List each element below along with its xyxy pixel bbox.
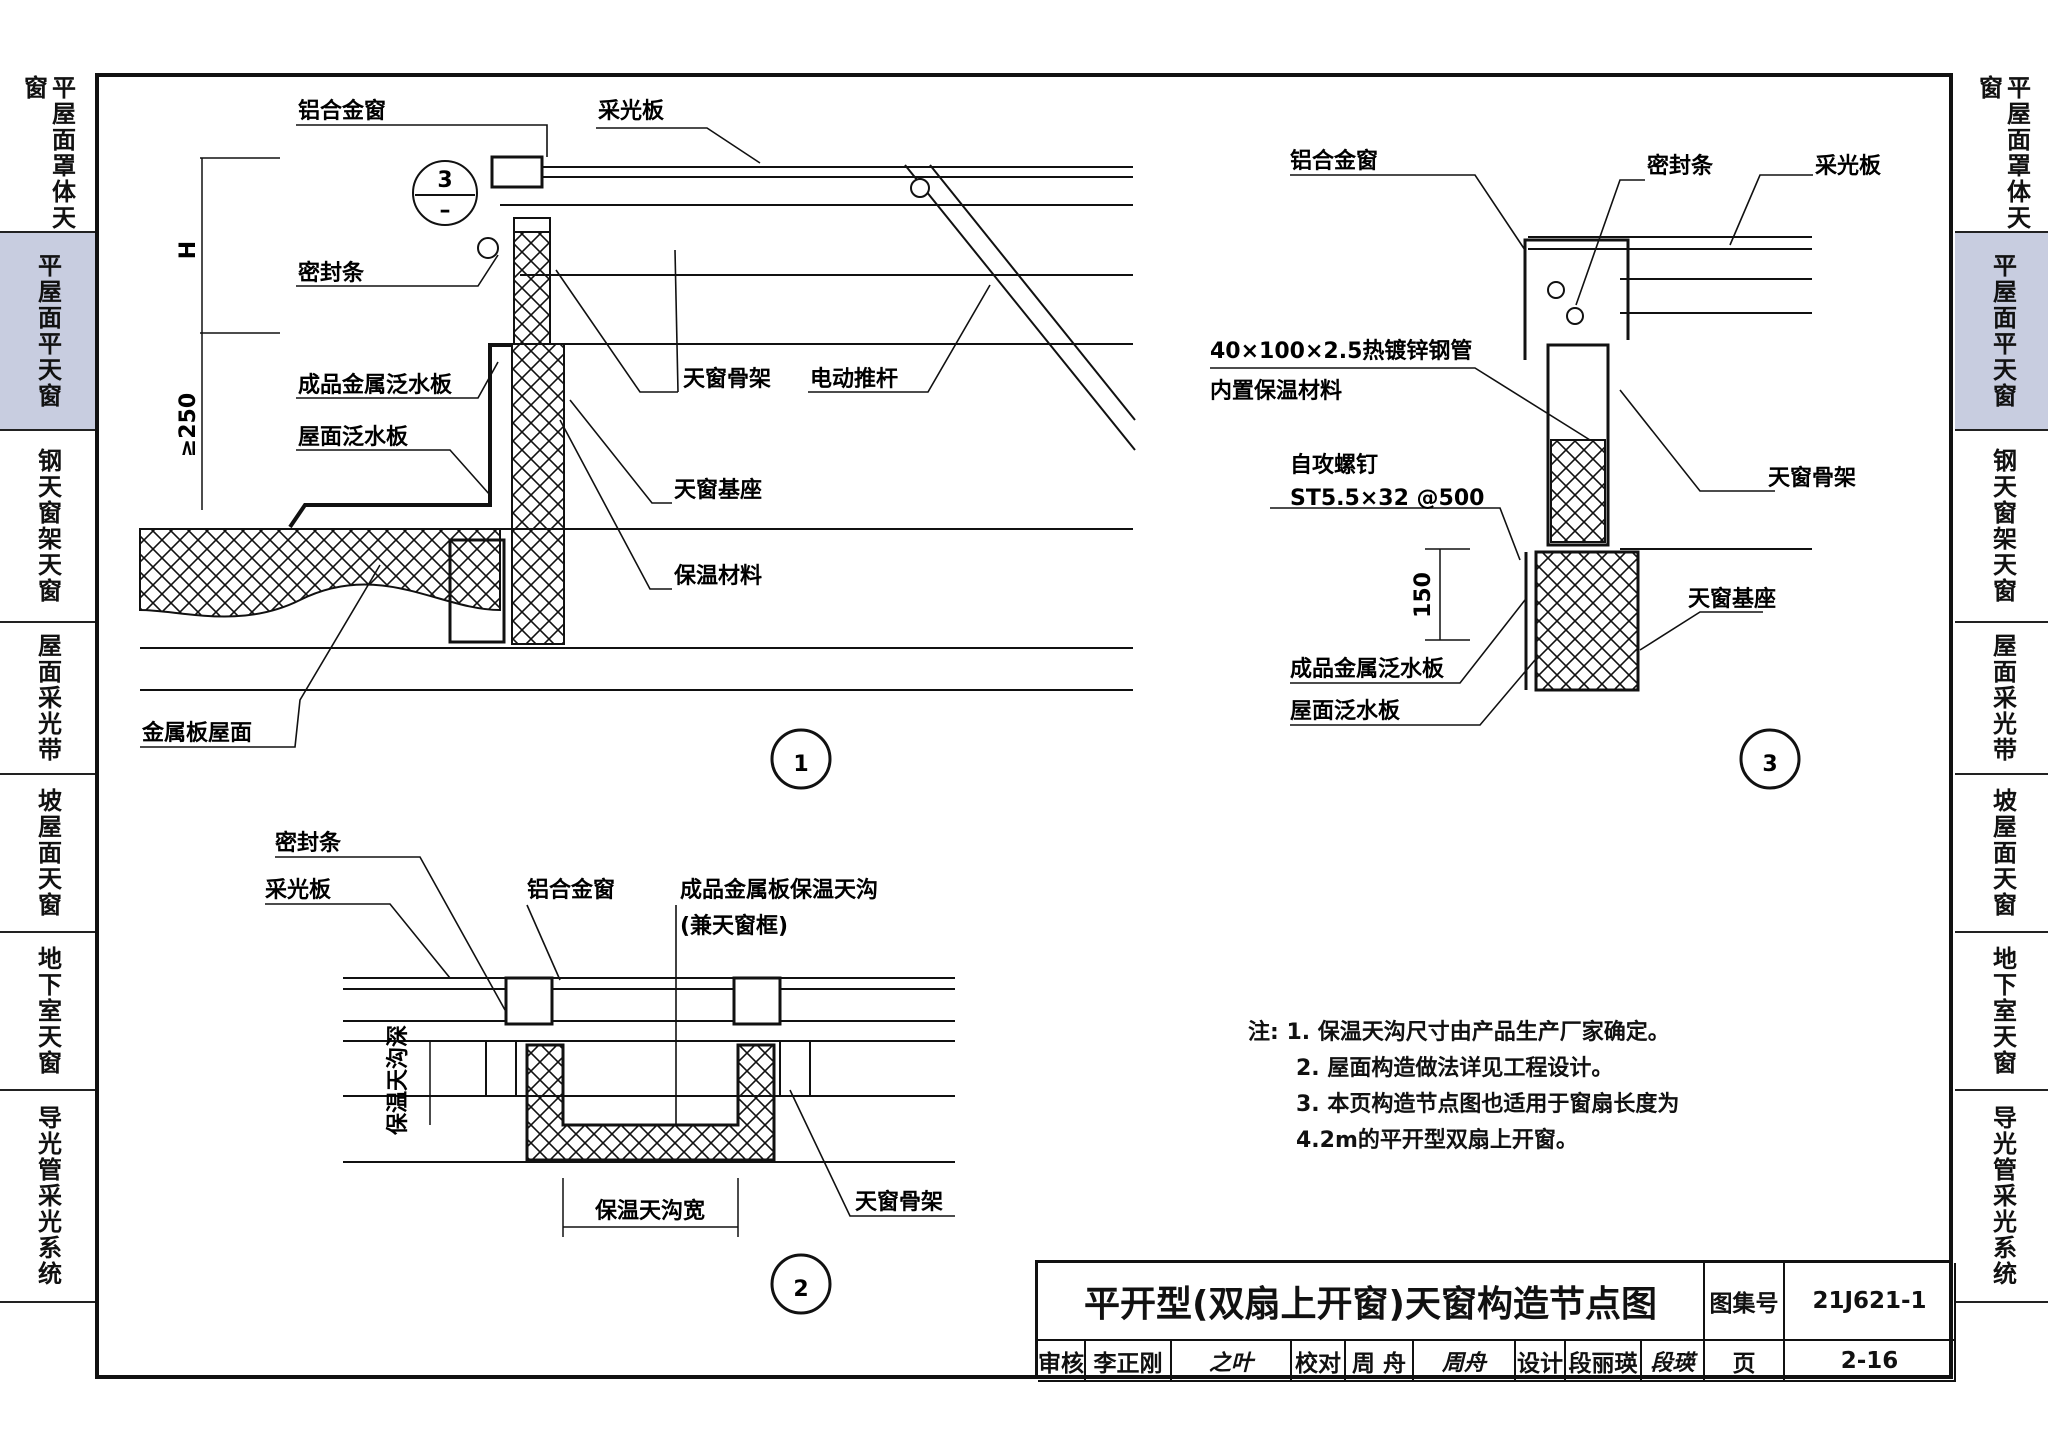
label-light-panel-3: 采光板 — [1815, 154, 1882, 179]
label-metal-roof: 金属板屋面 — [141, 720, 252, 746]
review-label: 审核 — [1038, 1341, 1086, 1382]
detail-3: 150 3 铝合金窗 密封条 采光板 40×100×2.5热镀锌钢管 内置保温材… — [1210, 148, 1882, 790]
label-skylight-frame-3: 天窗骨架 — [1768, 465, 1856, 491]
sidebar-tab[interactable]: 地下室天窗 — [0, 933, 95, 1091]
label-light-panel-2: 采光板 — [265, 878, 332, 903]
label-light-panel-1: 采光板 — [598, 99, 665, 124]
label-skylight-base-3: 天窗基座 — [1688, 586, 1776, 612]
label-skylight-frame-1: 天窗骨架 — [683, 366, 771, 392]
ref-callout — [412, 160, 478, 226]
label-insulation: 保温材料 — [673, 564, 762, 589]
aluminum-window-3 — [1523, 238, 1630, 360]
checker: 周 舟 — [1346, 1341, 1414, 1382]
checker-signature: 周舟 — [1414, 1341, 1516, 1382]
designer-signature: 段瑛 — [1642, 1341, 1705, 1382]
reviewer-signature: 之叶 — [1172, 1341, 1292, 1382]
label-gutter-sub: (兼天窗框) — [680, 913, 788, 939]
sidebar-tab[interactable]: 导光管采光系统 — [1955, 1091, 2048, 1303]
detail-2-number-text: 2 — [793, 1277, 808, 1302]
detail-1: H ≥250 3 – 1 铝合金窗 采光板 密封条 成品金属泛水板 屋面泛水板 … — [139, 98, 1136, 790]
aluminum-window — [490, 155, 544, 189]
sidebar-tab[interactable]: 地下室天窗 — [1955, 933, 2048, 1091]
note-item: 3. 本页构造节点图也适用于窗扇长度为 — [1296, 1092, 1680, 1117]
check-label: 校对 — [1292, 1341, 1346, 1382]
label-seal-strip-2: 密封条 — [275, 830, 342, 856]
sidebar-tab[interactable]: 屋面采光带 — [1955, 623, 2048, 775]
sidebar-tab[interactable]: 平屋面平天窗 — [0, 233, 95, 431]
drawing-frame — [95, 73, 1953, 1379]
detail-1-number-text: 1 — [793, 752, 808, 777]
notes-prefix: 注: — [1248, 1020, 1279, 1045]
label-aluminum-window-3: 铝合金窗 — [1290, 148, 1378, 174]
dim-250: ≥250 — [176, 393, 201, 457]
atlas-label: 图集号 — [1705, 1263, 1785, 1341]
sidebar-tab[interactable]: 平屋面平天窗 — [1955, 233, 2048, 431]
note-item: 1. 保温天沟尺寸由产品生产厂家确定。 — [1286, 1020, 1670, 1045]
design-label: 设计 — [1516, 1341, 1566, 1382]
window-right — [732, 976, 782, 1026]
label-screw-spec: ST5.5×32 @500 — [1290, 486, 1484, 511]
label-steel-tube-sub: 内置保温材料 — [1210, 379, 1342, 404]
page-number: 2-16 — [1785, 1341, 1956, 1382]
sidebar-tab[interactable]: 钢天窗架天窗 — [0, 431, 95, 623]
atlas-number: 21J621-1 — [1785, 1263, 1956, 1341]
label-seal-strip-1: 密封条 — [298, 260, 365, 286]
roof-flashing — [288, 343, 512, 529]
title-block: 平开型(双扇上开窗)天窗构造节点图 图集号 21J621-1 审核 李正刚 之叶… — [1035, 1260, 1956, 1382]
label-roof-flashing-1: 屋面泛水板 — [298, 425, 409, 450]
sidebar-tab[interactable]: 钢天窗架天窗 — [1955, 431, 2048, 623]
sidebar-tab[interactable]: 平屋面罩体天窗 — [1955, 75, 2048, 233]
detail-2-number — [770, 1253, 832, 1315]
ref-callout-top: 3 — [437, 168, 452, 193]
window-left — [504, 976, 554, 1026]
skylight-base-3 — [1534, 550, 1640, 692]
notes: 注: 1. 保温天沟尺寸由产品生产厂家确定。 2. 屋面构造做法详见工程设计。 … — [1248, 1015, 1679, 1159]
skylight-frame — [513, 229, 551, 345]
label-electric-actuator: 电动推杆 — [810, 367, 898, 392]
page-label: 页 — [1705, 1341, 1785, 1382]
label-aluminum-window-1: 铝合金窗 — [298, 98, 386, 124]
label-skylight-base-1: 天窗基座 — [674, 477, 762, 503]
note-item: 4.2m的平开型双扇上开窗。 — [1296, 1128, 1578, 1153]
label-gutter: 成品金属板保温天沟 — [680, 877, 878, 903]
ref-callout-bottom: – — [440, 198, 451, 223]
roof-insulation — [139, 528, 501, 618]
drawing-title: 平开型(双扇上开窗)天窗构造节点图 — [1038, 1263, 1705, 1341]
label-gutter-width: 保温天沟宽 — [594, 1198, 705, 1224]
note-item: 2. 屋面构造做法详见工程设计。 — [1296, 1056, 1614, 1081]
detail-2: 保温天沟深 保温天沟宽 2 密封条 采光板 铝合金窗 成品金属板保温天沟 (兼天… — [265, 830, 955, 1315]
insulated-gutter — [525, 1043, 776, 1162]
dim-150: 150 — [1411, 572, 1436, 618]
label-seal-strip-3: 密封条 — [1647, 153, 1714, 179]
dim-h: H — [176, 241, 201, 259]
label-screw: 自攻螺钉 — [1290, 452, 1378, 478]
skylight-base — [511, 343, 565, 645]
detail-3-number — [1739, 728, 1801, 790]
sidebar-tab[interactable]: 屋面采光带 — [0, 623, 95, 775]
sidebar-left: 平屋面罩体天窗平屋面平天窗钢天窗架天窗屋面采光带坡屋面天窗地下室天窗导光管采光系… — [0, 75, 95, 1303]
label-skylight-frame-2: 天窗骨架 — [855, 1189, 943, 1215]
sidebar-tab[interactable]: 坡屋面天窗 — [0, 775, 95, 933]
label-steel-tube: 40×100×2.5热镀锌钢管 — [1210, 338, 1472, 364]
label-aluminum-window-2: 铝合金窗 — [527, 877, 615, 903]
detail-3-number-text: 3 — [1762, 752, 1777, 777]
sidebar-tab[interactable]: 平屋面罩体天窗 — [0, 75, 95, 233]
reviewer: 李正刚 — [1086, 1341, 1172, 1382]
label-gutter-depth: 保温天沟深 — [385, 1025, 411, 1136]
label-metal-flashing-1: 成品金属泛水板 — [298, 372, 453, 398]
sidebar-tab[interactable]: 坡屋面天窗 — [1955, 775, 2048, 933]
sidebar-tab[interactable]: 导光管采光系统 — [0, 1091, 95, 1303]
detail-1-number — [770, 728, 832, 790]
designer: 段丽瑛 — [1566, 1341, 1642, 1382]
sidebar-right: 平屋面罩体天窗平屋面平天窗钢天窗架天窗屋面采光带坡屋面天窗地下室天窗导光管采光系… — [1955, 75, 2048, 1303]
label-metal-flashing-3: 成品金属泛水板 — [1290, 656, 1445, 682]
label-roof-flashing-3: 屋面泛水板 — [1290, 699, 1401, 724]
